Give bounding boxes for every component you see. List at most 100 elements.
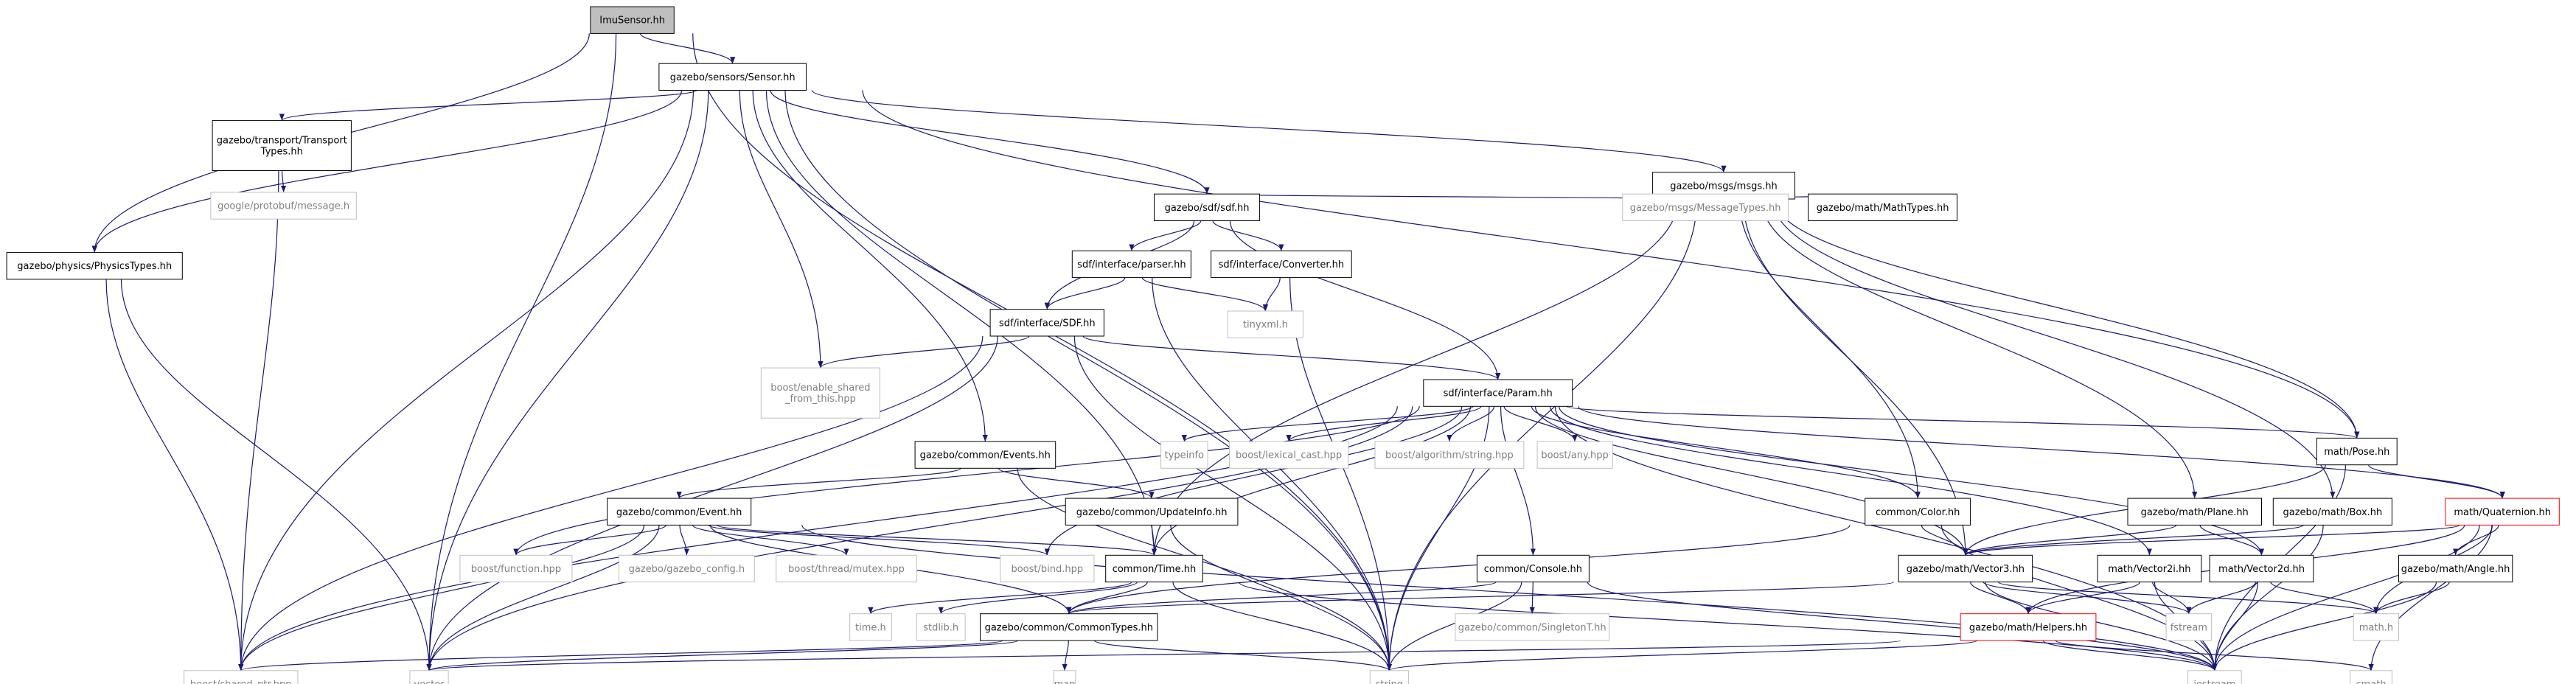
node-box-sdfhh bbox=[989, 309, 1104, 337]
node-imu[interactable]: ImuSensor.hh bbox=[590, 6, 675, 34]
node-vector2d[interactable]: math/Vector2d.hh bbox=[2209, 554, 2314, 583]
node-parser[interactable]: sdf/interface/parser.hh bbox=[1071, 250, 1191, 279]
edge-sensor-to-shared bbox=[238, 90, 694, 671]
node-angle[interactable]: gazebo/math/Angle.hh bbox=[2398, 554, 2513, 583]
edge-vector2d-to-mathh bbox=[2270, 582, 2379, 614]
node-singleton: gazebo/common/SingletonT.hh bbox=[1455, 613, 1610, 641]
node-console[interactable]: common/Console.hh bbox=[1476, 554, 1590, 583]
node-sdfhh[interactable]: sdf/interface/SDF.hh bbox=[989, 309, 1104, 337]
node-label-stdlib: stdlib.h bbox=[923, 622, 958, 633]
edge-imu-to-sensor bbox=[639, 33, 736, 64]
node-box-vector2d bbox=[2209, 554, 2314, 583]
node-sensor[interactable]: gazebo/sensors/Sensor.hh bbox=[658, 63, 807, 91]
edge-param-to-quat bbox=[1578, 405, 2505, 499]
edge-msgs-to-pose bbox=[1774, 198, 2360, 439]
edge-event-to-function bbox=[513, 524, 666, 556]
node-label-time: common/Time.hh bbox=[1113, 564, 1196, 575]
node-box-pose bbox=[2316, 437, 2398, 466]
node-box-imu bbox=[590, 6, 675, 34]
edge-event-to-gzconfig bbox=[679, 525, 689, 556]
node-commontypes[interactable]: gazebo/common/CommonTypes.hh bbox=[980, 613, 1158, 641]
node-iostream: iostream bbox=[2187, 670, 2242, 684]
edge-converter-to-string bbox=[1289, 277, 1392, 671]
edge-param-to-console bbox=[1500, 406, 1536, 556]
node-label-imu: ImuSensor.hh bbox=[599, 15, 665, 27]
node-box-transport bbox=[212, 119, 352, 171]
node-typeinfo: typeinfo bbox=[1160, 441, 1208, 469]
node-physics[interactable]: gazebo/physics/PhysicsTypes.hh bbox=[6, 252, 183, 280]
node-time[interactable]: common/Time.hh bbox=[1105, 554, 1203, 583]
edge-event-to-bind bbox=[708, 524, 1050, 556]
node-label-msgs: gazebo/msgs/msgs.hh bbox=[1670, 181, 1778, 192]
edge-param-to-iostream bbox=[1554, 406, 2218, 671]
node-sdf[interactable]: gazebo/sdf/sdf.hh bbox=[1154, 193, 1260, 222]
node-box-any bbox=[1536, 441, 1613, 469]
edge-msgs-to-time bbox=[1151, 198, 1679, 556]
edge-param-to-vector2i bbox=[1549, 406, 2152, 556]
edge-helpers-to-vector bbox=[427, 640, 1901, 671]
node-label-map: map bbox=[1054, 680, 1076, 684]
edge-color-to-iostream bbox=[1940, 525, 2218, 671]
node-vector2i[interactable]: math/Vector2i.hh bbox=[2097, 554, 2202, 583]
edge-msgs-to-box bbox=[1772, 198, 2336, 499]
node-tinyxml: tinyxml.h bbox=[1227, 310, 1303, 338]
node-box-sensor bbox=[658, 63, 807, 91]
edge-sdfhh-to-enable bbox=[818, 335, 1030, 369]
edge-quat-to-vector3 bbox=[1963, 524, 2460, 556]
node-label-vector2d: math/Vector2d.hh bbox=[2218, 564, 2305, 575]
edge-sdfhh-to-string bbox=[1073, 335, 1392, 671]
node-box-protobuf bbox=[210, 192, 357, 220]
node-label-vector: vector bbox=[414, 680, 445, 684]
edge-event-to-vector bbox=[426, 525, 660, 671]
node-vector3[interactable]: gazebo/math/Vector3.hh bbox=[1898, 554, 2033, 583]
node-param[interactable]: sdf/interface/Param.hh bbox=[1423, 379, 1573, 407]
node-label-tinyxml: tinyxml.h bbox=[1243, 320, 1288, 331]
node-box-time bbox=[1105, 554, 1203, 583]
node-shared: boost/shared_ptr.hpp bbox=[184, 670, 299, 684]
edge-param-to-any bbox=[1503, 406, 1578, 442]
node-label-event: gazebo/common/Event.hh bbox=[616, 507, 742, 518]
node-box[interactable]: gazebo/math/Box.hh bbox=[2272, 498, 2392, 526]
node-event[interactable]: gazebo/common/Event.hh bbox=[607, 498, 752, 526]
node-plane[interactable]: gazebo/math/Plane.hh bbox=[2127, 498, 2262, 526]
node-label-commontypes: gazebo/common/CommonTypes.hh bbox=[985, 622, 1153, 633]
edge-helpers-to-iostream bbox=[2042, 640, 2218, 671]
node-label-helpers: gazebo/math/Helpers.hh bbox=[1969, 622, 2087, 633]
edge-param-to-bind bbox=[1044, 406, 1463, 556]
node-label-msgtypes: gazebo/msgs/MessageTypes.hh bbox=[1630, 203, 1781, 214]
node-quat[interactable]: math/Quaternion.hh bbox=[2445, 498, 2560, 526]
node-mathh: math.h bbox=[2353, 613, 2399, 641]
edge-event-to-shared bbox=[238, 525, 645, 671]
edge-console-to-iostream bbox=[1587, 582, 2218, 671]
node-mathtypes[interactable]: gazebo/math/MathTypes.hh bbox=[1808, 193, 1958, 222]
node-color[interactable]: common/Color.hh bbox=[1865, 498, 1971, 526]
node-box-timeh bbox=[849, 613, 892, 641]
edge-sensor-to-pose bbox=[862, 90, 2360, 439]
edge-time-to-iostream bbox=[1239, 582, 2218, 671]
edge-vector3-to-commontypes bbox=[1066, 582, 1895, 615]
node-pose[interactable]: math/Pose.hh bbox=[2316, 437, 2398, 466]
node-label-vector2i: math/Vector2i.hh bbox=[2108, 564, 2190, 575]
node-box-stdlib bbox=[916, 613, 966, 641]
node-box-vector2i bbox=[2097, 554, 2202, 583]
node-box-gzconfig bbox=[619, 554, 755, 583]
node-helpers[interactable]: gazebo/math/Helpers.hh bbox=[1960, 613, 2097, 641]
node-label-updateinfo: gazebo/common/UpdateInfo.hh bbox=[1076, 507, 1228, 518]
node-box-vector3 bbox=[1898, 554, 2033, 583]
edge-console-to-commontypes bbox=[1066, 582, 1497, 615]
node-protobuf: google/protobuf/message.h bbox=[210, 192, 357, 220]
edge-console-to-singleton bbox=[1529, 582, 1535, 614]
node-events[interactable]: gazebo/common/Events.hh bbox=[914, 441, 1056, 469]
node-converter[interactable]: sdf/interface/Converter.hh bbox=[1211, 250, 1352, 279]
node-updateinfo[interactable]: gazebo/common/UpdateInfo.hh bbox=[1065, 498, 1239, 526]
node-any: boost/any.hpp bbox=[1536, 441, 1613, 469]
edge-vector3-to-fstream bbox=[1983, 582, 2192, 615]
node-label-physics: gazebo/physics/PhysicsTypes.hh bbox=[17, 261, 172, 272]
node-box-console bbox=[1476, 554, 1590, 583]
node-label-bind: boost/bind.hpp bbox=[1011, 564, 1083, 575]
edge-time-to-stdlib bbox=[938, 582, 1138, 615]
node-box-mathh bbox=[2353, 613, 2399, 641]
edge-sensor-to-time bbox=[765, 90, 1158, 556]
edge-converter-to-tinyxml bbox=[1262, 277, 1281, 312]
